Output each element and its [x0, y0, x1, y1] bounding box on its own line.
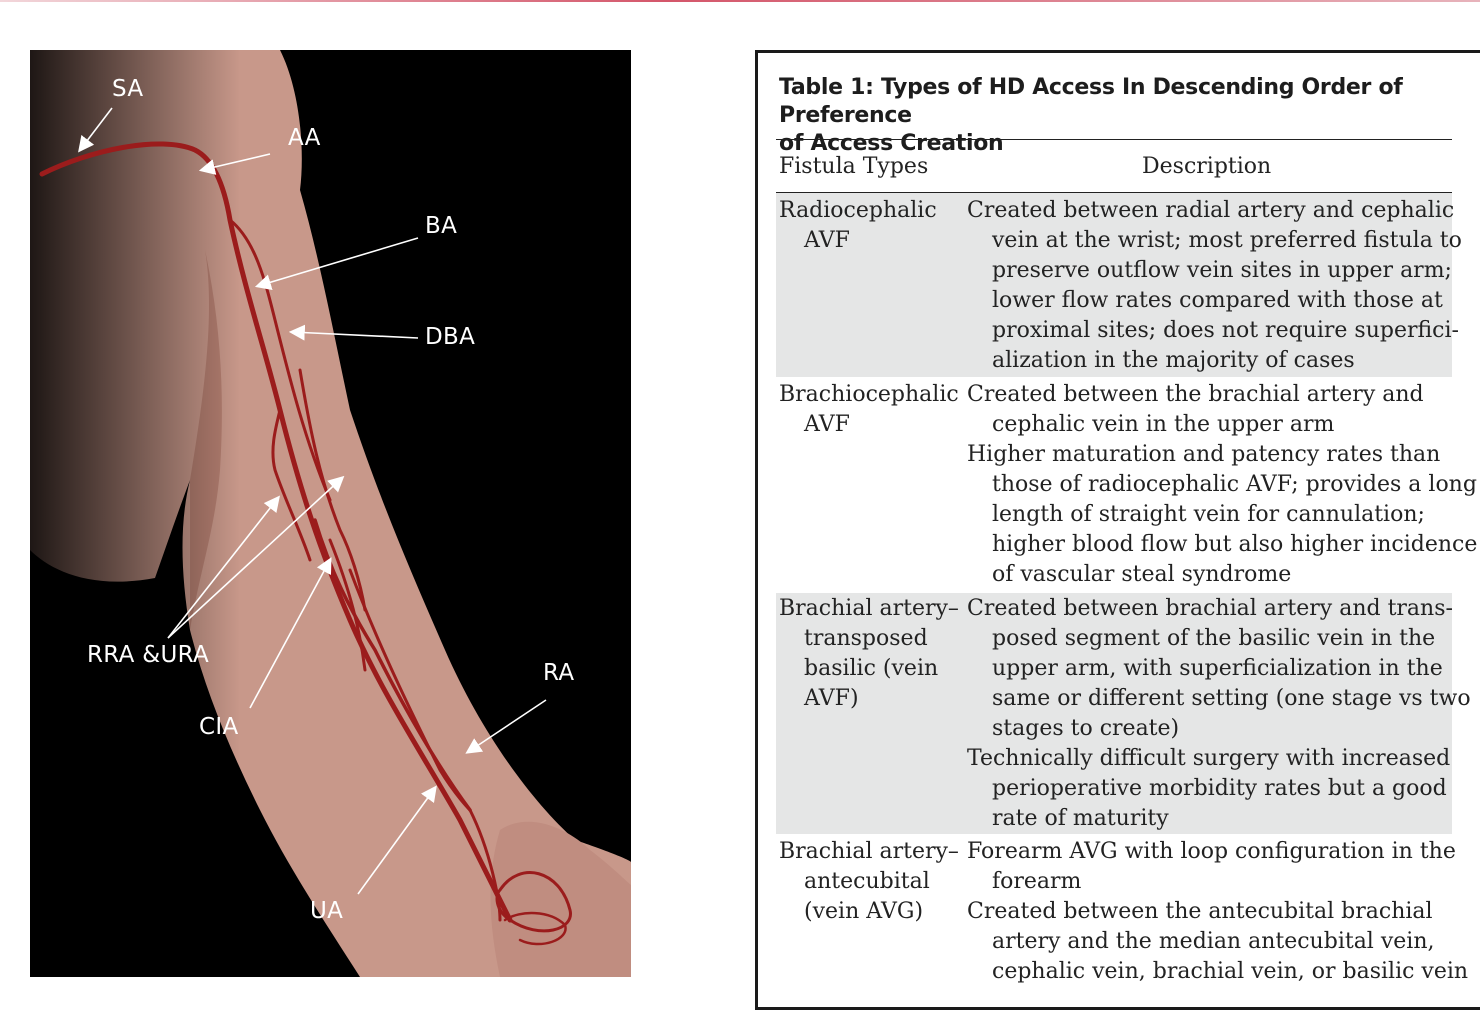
- description-line: length of straight vein for cannulation;: [992, 502, 1425, 527]
- type-line: AVF: [804, 228, 850, 253]
- label-aa: AA: [288, 125, 321, 151]
- table-row-3-description: Created between brachial artery and tran…: [967, 594, 1471, 834]
- column-header-description: Description: [1142, 154, 1272, 179]
- type-line: Brachial artery–: [779, 596, 959, 621]
- description-line: Forearm AVG with loop configuration in t…: [967, 839, 1456, 864]
- table-row-shading-1: [776, 193, 1452, 377]
- label-pointers: [78, 107, 547, 895]
- type-line: (vein AVG): [804, 899, 924, 924]
- description-line: alization in the majority of cases: [992, 348, 1355, 373]
- header-bottom-rule: [776, 192, 1452, 193]
- description-line: Higher maturation and patency rates than: [967, 442, 1441, 467]
- label-cia: CIA: [199, 714, 239, 740]
- label-dba: DBA: [425, 324, 476, 350]
- description-line: Created between the antecubital brachial: [967, 899, 1433, 924]
- arm-artery-illustration: SA AA BA DBA RRA &URA CIA RA UA: [30, 50, 631, 977]
- description-line: stages to create): [992, 716, 1180, 741]
- description-line: those of radiocephalic AVF; provides a l…: [992, 472, 1477, 497]
- label-rra-ura: RRA &URA: [87, 642, 210, 668]
- type-line: AVF: [804, 412, 850, 437]
- type-line: antecubital: [804, 869, 930, 894]
- artery-network: [39, 141, 572, 946]
- table-row-4-description: Forearm AVG with loop configuration in t…: [967, 837, 1468, 987]
- arm-drawing: [30, 50, 631, 977]
- description-line: higher blood flow but also higher incide…: [992, 532, 1478, 557]
- table-title-line-2: of Access Creation: [779, 131, 1004, 156]
- type-line: AVF): [804, 686, 859, 711]
- label-ua: UA: [310, 898, 344, 924]
- description-line: Created between brachial artery and tran…: [967, 596, 1453, 621]
- table-row-1-description: Created between radial artery and cephal…: [967, 196, 1462, 376]
- table-row-2-description: Created between the brachial artery and …: [967, 380, 1477, 590]
- table-row-2-type: Brachiocephalic AVF: [779, 380, 959, 440]
- description-line: forearm: [992, 869, 1082, 894]
- table-title: Table 1: Types of HD Access In Descendin…: [779, 74, 1459, 158]
- description-line: Technically difficult surgery with incre…: [967, 746, 1451, 771]
- type-line: Radiocephalic: [779, 198, 937, 223]
- description-line: vein at the wrist; most preferred fistul…: [992, 228, 1462, 253]
- table-row-shading-3: [776, 593, 1452, 834]
- description-line: upper arm, with superficialization in th…: [992, 656, 1443, 681]
- top-accent-rule: [0, 0, 1480, 2]
- type-line: Brachial artery–: [779, 839, 959, 864]
- description-line: Created between the brachial artery and: [967, 382, 1424, 407]
- description-line: same or different setting (one stage vs …: [992, 686, 1471, 711]
- description-line: lower flow rates compared with those at: [992, 288, 1443, 313]
- description-line: Created between radial artery and cephal…: [967, 198, 1455, 223]
- type-line: Brachiocephalic: [779, 382, 959, 407]
- header-top-rule: [776, 139, 1452, 140]
- description-line: artery and the median antecubital vein,: [992, 929, 1435, 954]
- description-line: rate of maturity: [992, 806, 1169, 831]
- description-line: cephalic vein in the upper arm: [992, 412, 1335, 437]
- description-line: of vascular steal syndrome: [992, 562, 1292, 587]
- label-ra: RA: [543, 660, 575, 686]
- type-line: basilic (vein: [804, 656, 939, 681]
- type-line: transposed: [804, 626, 928, 651]
- description-line: perioperative morbidity rates but a good: [992, 776, 1447, 801]
- label-sa: SA: [112, 76, 144, 102]
- column-header-fistula-types: Fistula Types: [779, 154, 929, 179]
- table-row-4-type: Brachial artery– antecubital (vein AVG): [779, 837, 959, 927]
- description-line: posed segment of the basilic vein in the: [992, 626, 1436, 651]
- table-title-line-1: Table 1: Types of HD Access In Descendin…: [779, 75, 1403, 128]
- description-line: cephalic vein, brachial vein, or basilic…: [992, 959, 1469, 984]
- table-row-3-type: Brachial artery– transposed basilic (vei…: [779, 594, 959, 714]
- table-row-1-type: Radiocephalic AVF: [779, 196, 937, 256]
- label-ba: BA: [425, 213, 458, 239]
- description-line: preserve outflow vein sites in upper arm…: [992, 258, 1452, 283]
- description-line: proximal sites; does not require superfi…: [992, 318, 1459, 343]
